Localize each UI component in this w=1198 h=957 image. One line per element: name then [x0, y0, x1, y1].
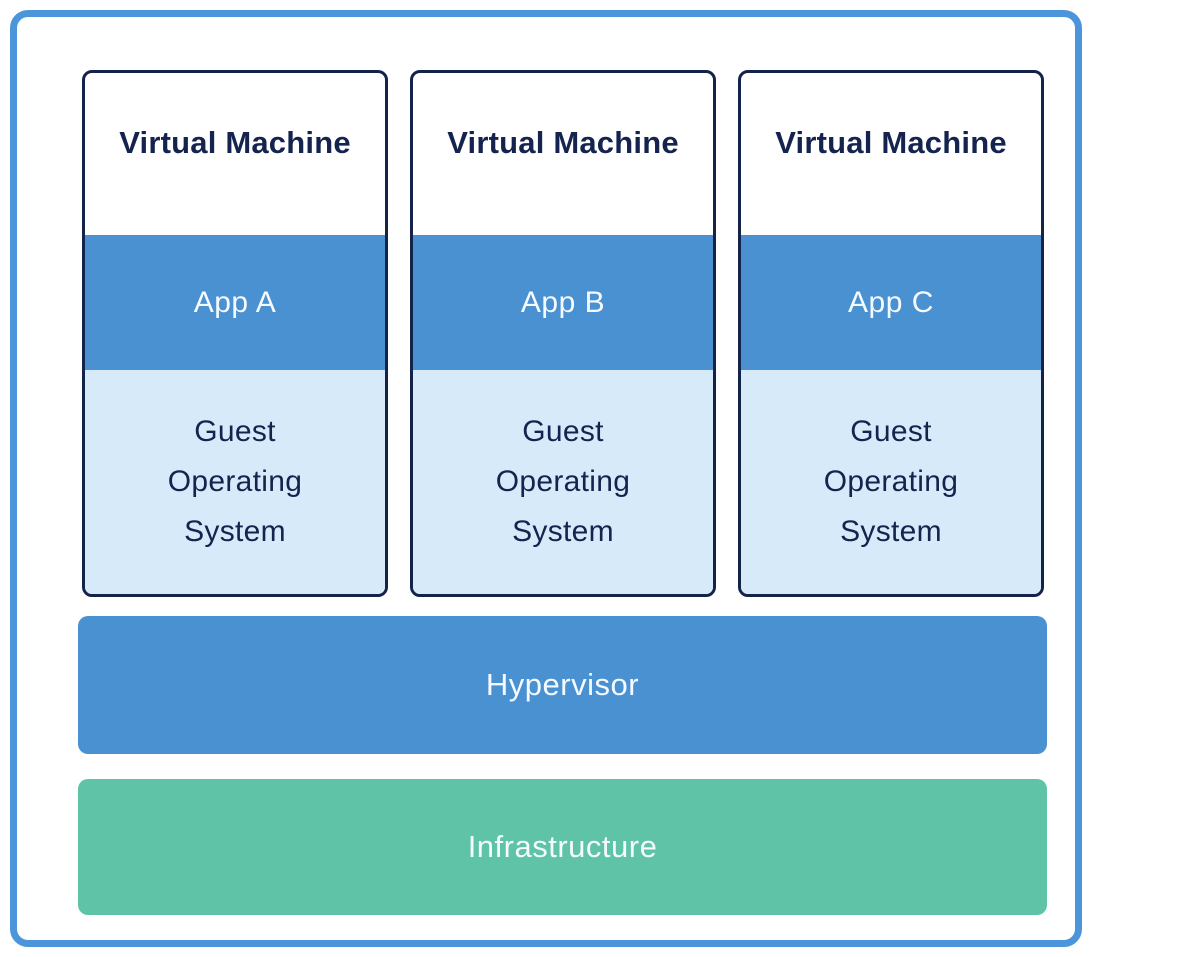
virtual-machine-box-1: Virtual Machine App A Guest Operating Sy…	[82, 70, 388, 597]
vm-title: Virtual Machine	[775, 125, 1007, 160]
app-band: App B	[413, 235, 713, 370]
hypervisor-layer: Hypervisor	[78, 616, 1047, 754]
guest-os-band: Guest Operating System	[413, 370, 713, 594]
vm-title: Virtual Machine	[447, 125, 679, 160]
guest-os-band: Guest Operating System	[741, 370, 1041, 594]
infrastructure-layer: Infrastructure	[78, 779, 1047, 915]
vm-title: Virtual Machine	[119, 125, 351, 160]
app-band: App C	[741, 235, 1041, 370]
virtualization-frame: Virtual Machine App A Guest Operating Sy…	[10, 10, 1082, 947]
virtual-machine-box-3: Virtual Machine App C Guest Operating Sy…	[738, 70, 1044, 597]
app-band: App A	[85, 235, 385, 370]
virtual-machine-box-2: Virtual Machine App B Guest Operating Sy…	[410, 70, 716, 597]
guest-os-band: Guest Operating System	[85, 370, 385, 594]
